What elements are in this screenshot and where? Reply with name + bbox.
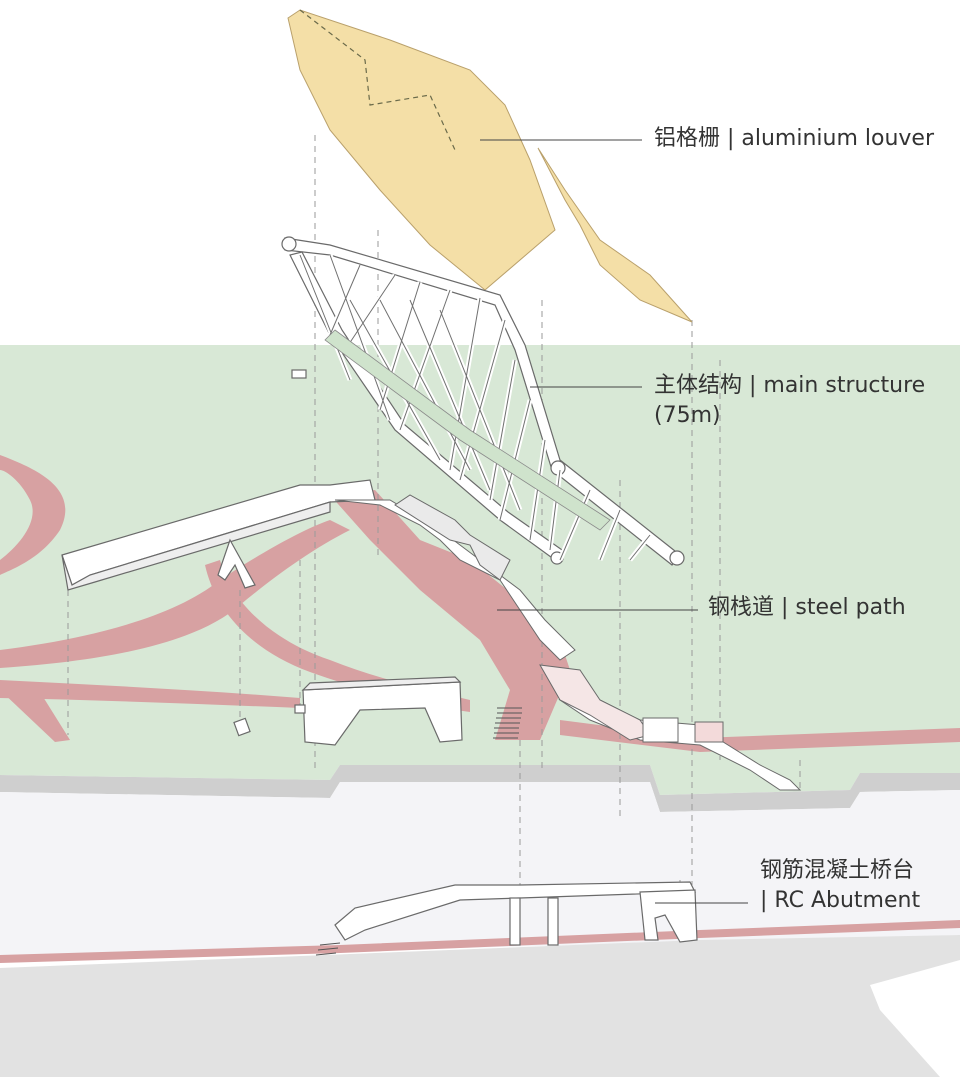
steel-path-wall (394, 494, 511, 581)
truss-deck (324, 329, 611, 531)
path-river-edge (560, 720, 960, 752)
label-louver-text: 铝格栅 | aluminium louver (654, 126, 935, 151)
ramp-pier (217, 538, 256, 589)
path-sweep (0, 520, 350, 668)
small-block-2 (294, 704, 306, 714)
label-rc-abutment: 钢筋混凝土桥台 | RC Abutment (760, 856, 920, 916)
label-steel-path: 钢栈道 | steel path (708, 593, 906, 623)
label-steel-text: 钢栈道 | steel path (708, 595, 906, 620)
leader-lines (480, 139, 748, 904)
aluminium-louver (287, 9, 693, 323)
louver-fold-line (299, 9, 456, 151)
ground-edge (0, 765, 960, 812)
base-slab (0, 935, 960, 1077)
label-main-line1: 主体结构 | main structure (654, 373, 926, 398)
park-paths (0, 455, 960, 752)
label-aluminium-louver: 铝格栅 | aluminium louver (654, 124, 934, 154)
label-main-structure: 主体结构 | main structure (75m) (654, 371, 925, 431)
truss-node-end (669, 550, 685, 566)
steel-path (334, 494, 802, 791)
upper-ramp (61, 479, 376, 591)
path-ramp-zone (330, 490, 570, 740)
path-lower-left (0, 690, 70, 742)
small-block-1 (233, 717, 251, 737)
steel-path-upper (334, 499, 576, 661)
rc-stair-treads (315, 942, 341, 956)
path-lower (0, 680, 300, 708)
label-abutment-line2: | RC Abutment (760, 888, 921, 913)
river-bed (0, 782, 960, 960)
path-loop-left (0, 455, 66, 575)
upper-ramp-side (61, 501, 331, 591)
base-slab-light (870, 960, 960, 1077)
park-abutment (233, 676, 463, 746)
rc-column-2 (547, 897, 559, 946)
truss-support-tab (291, 369, 307, 379)
louver-small-panel (537, 147, 693, 323)
truss-node-start (281, 236, 297, 252)
main-structure-truss (281, 236, 685, 566)
rc-column-1 (509, 897, 521, 946)
river-red-band (0, 920, 960, 963)
landing-1 (642, 717, 679, 743)
label-abutment-line1: 钢筋混凝土桥台 (760, 858, 915, 883)
stair-treads (493, 707, 522, 739)
landing-2 (694, 721, 724, 743)
park-abutment-top (301, 676, 462, 691)
river-layer (0, 782, 960, 1077)
park-abutment-body (302, 681, 463, 746)
label-main-line2: (75m) (654, 403, 721, 428)
louver-large-panel (287, 9, 556, 291)
